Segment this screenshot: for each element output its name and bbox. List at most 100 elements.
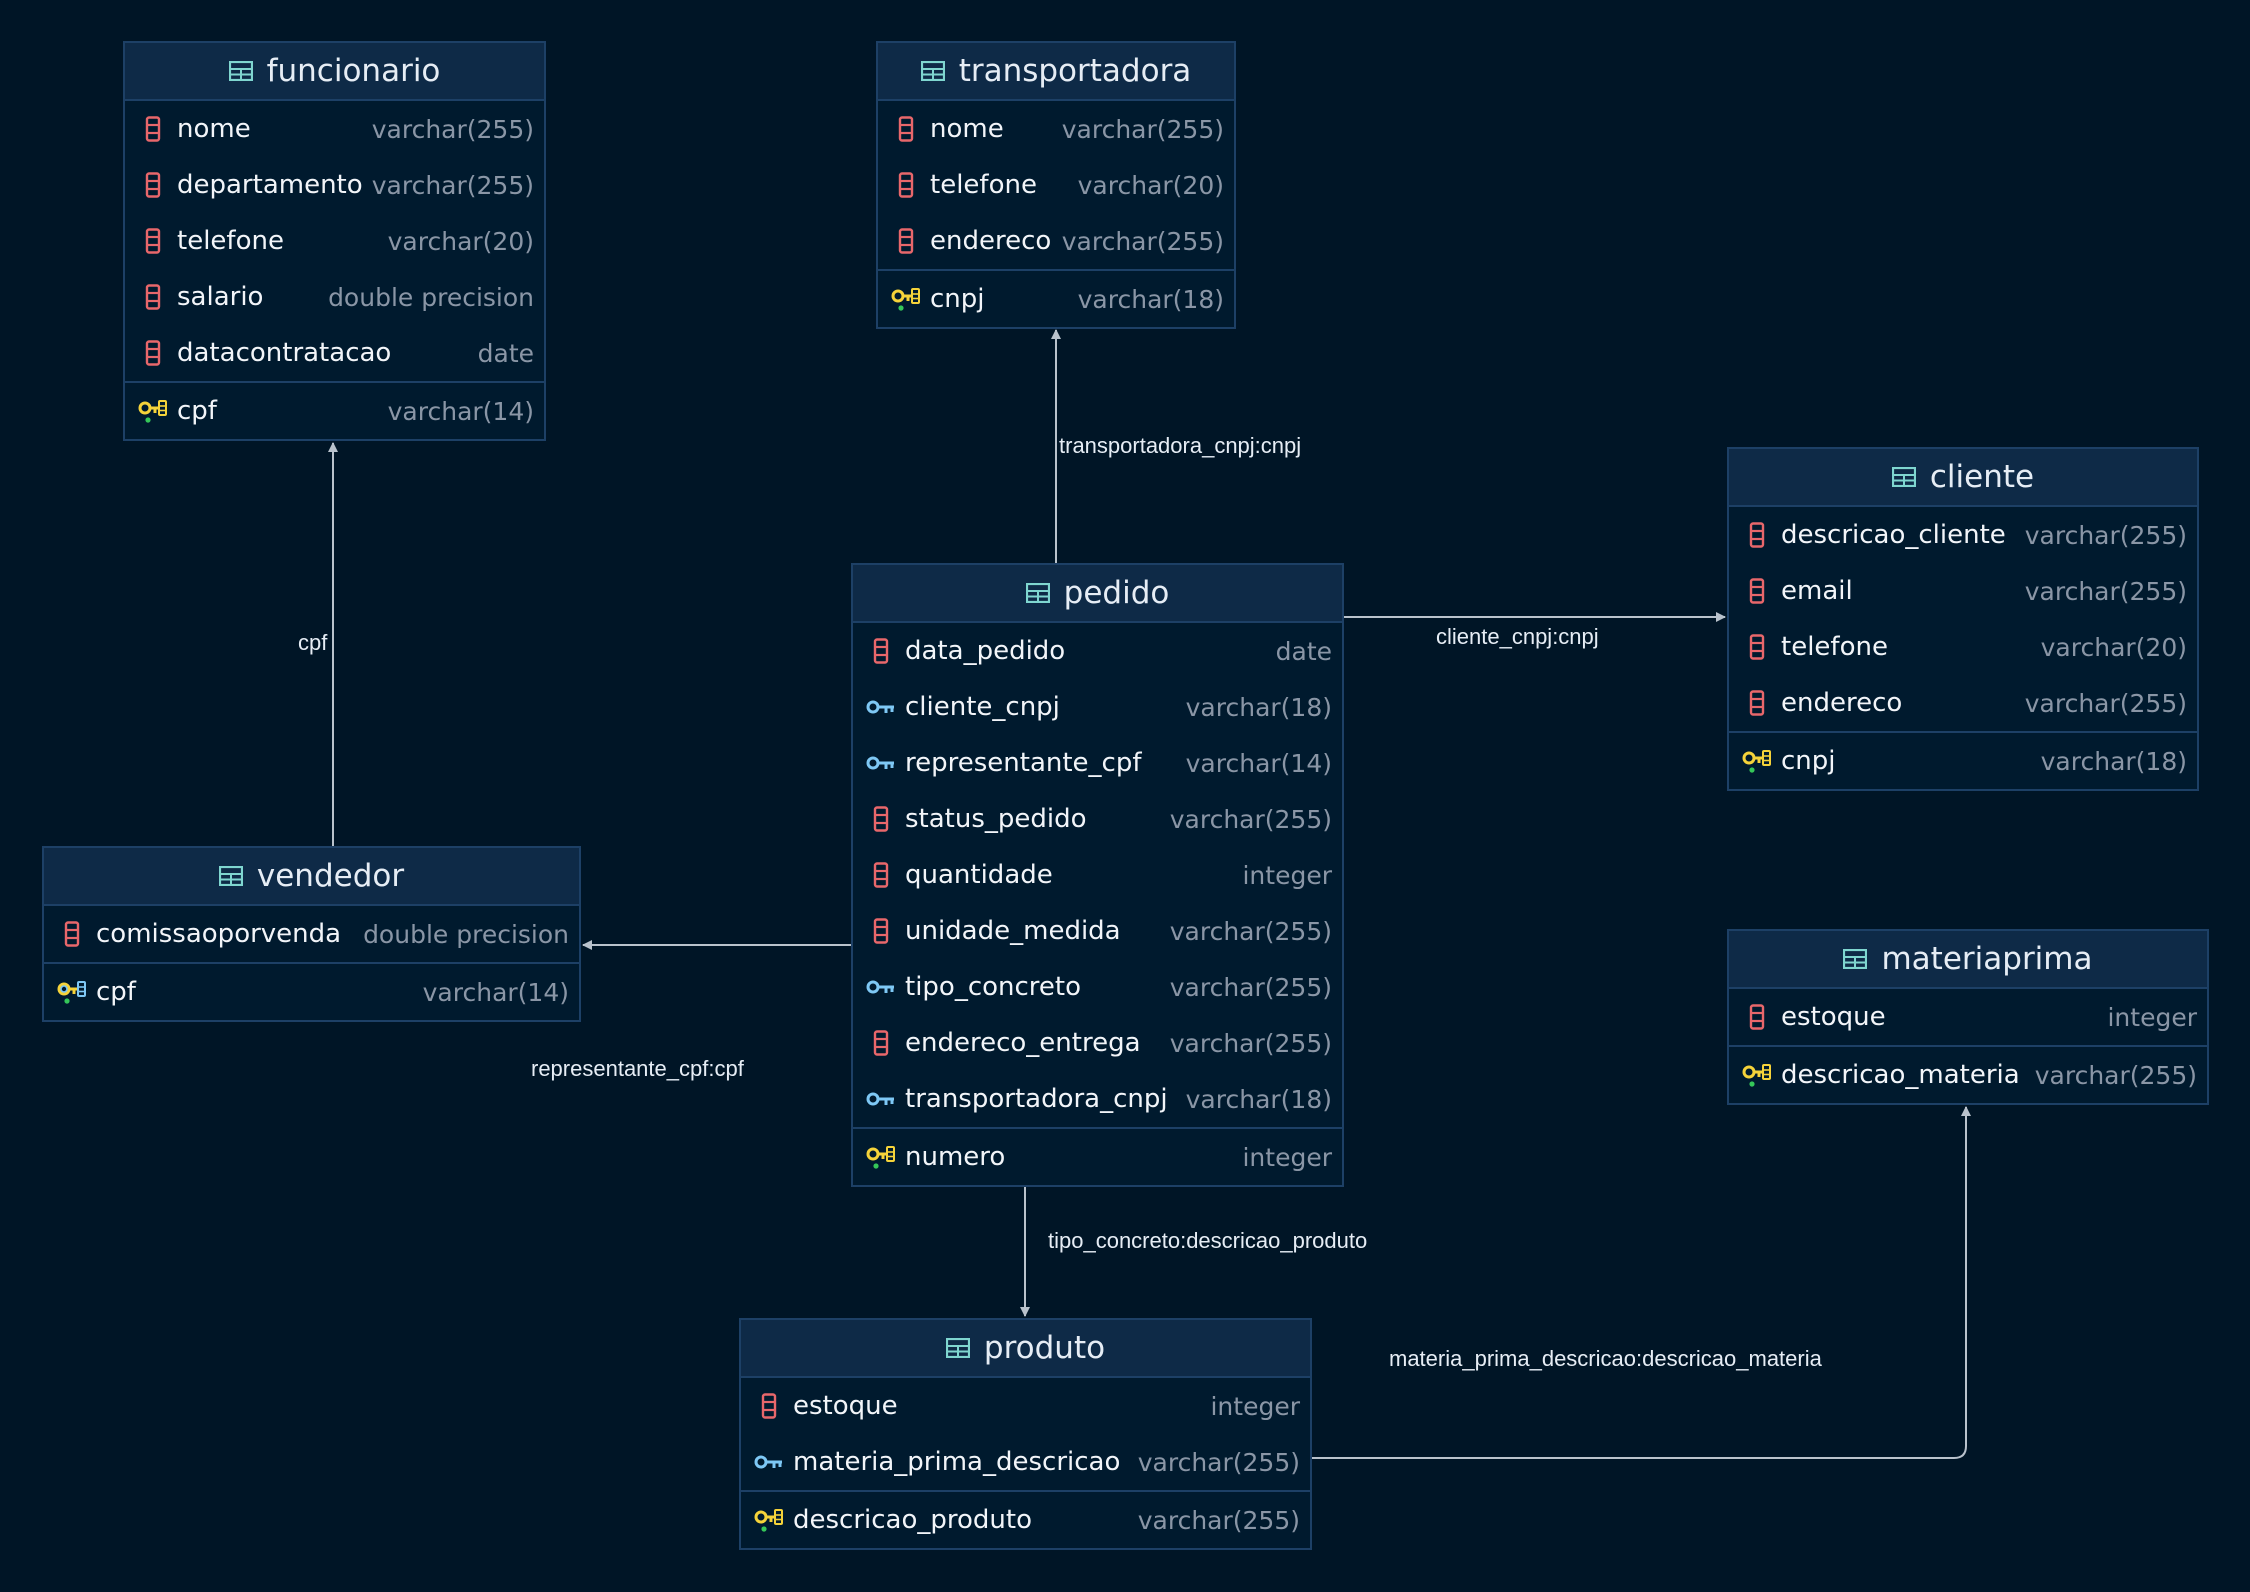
table-header[interactable]: cliente <box>1729 449 2197 507</box>
table-icon <box>1843 949 1868 969</box>
foreign-key-icon <box>753 1448 785 1476</box>
field-type: varchar(18) <box>1077 284 1224 314</box>
column-icon <box>753 1392 785 1420</box>
field-type: varchar(255) <box>371 170 534 200</box>
table-title: vendedor <box>256 858 405 894</box>
table-title: cliente <box>1929 459 2035 495</box>
field-name: data_pedido <box>905 636 1066 666</box>
table-title: transportadora <box>958 53 1192 89</box>
field-row-data-pedido[interactable]: data_pedido date <box>853 623 1342 679</box>
field-name: quantidade <box>905 860 1053 890</box>
field-type: varchar(255) <box>2034 1060 2197 1090</box>
table-icon <box>1891 467 1916 487</box>
field-type: varchar(255) <box>1137 1447 1300 1477</box>
field-name: endereco <box>930 226 1052 256</box>
table-header[interactable]: funcionario <box>125 43 544 101</box>
field-type: double precision <box>328 282 534 312</box>
primary-key-icon <box>1741 747 1773 775</box>
field-type: varchar(255) <box>2024 520 2187 550</box>
field-row-salario[interactable]: salario double precision <box>125 269 544 325</box>
field-row-status-pedido[interactable]: status_pedido varchar(255) <box>853 791 1342 847</box>
table-header[interactable]: produto <box>741 1320 1310 1378</box>
field-name: estoque <box>793 1391 898 1421</box>
field-type: double precision <box>363 919 569 949</box>
field-type: varchar(255) <box>1137 1505 1300 1535</box>
field-name: unidade_medida <box>905 916 1121 946</box>
relation-label: representante_cpf:cpf <box>531 1056 744 1081</box>
field-type: varchar(255) <box>371 114 534 144</box>
field-name: cpf <box>96 977 136 1007</box>
field-row-cnpj[interactable]: cnpj varchar(18) <box>878 269 1234 327</box>
table-icon <box>1025 583 1050 603</box>
column-icon <box>137 283 169 311</box>
relation-label: materia_prima_descricao:descricao_materi… <box>1389 1346 1822 1371</box>
field-row-departamento[interactable]: departamento varchar(255) <box>125 157 544 213</box>
table-header[interactable]: transportadora <box>878 43 1234 101</box>
table-icon <box>945 1338 970 1358</box>
column-icon <box>890 171 922 199</box>
primary-key-icon <box>753 1506 785 1534</box>
field-name: salario <box>177 282 264 312</box>
column-icon <box>890 227 922 255</box>
field-type: varchar(255) <box>1169 804 1332 834</box>
table-header[interactable]: pedido <box>853 565 1342 623</box>
primary-key-icon <box>137 397 169 425</box>
field-type: varchar(255) <box>2024 688 2187 718</box>
field-type: integer <box>2107 1002 2197 1032</box>
table-icon <box>218 866 243 886</box>
table-title: produto <box>983 1330 1106 1366</box>
relation-line-produto-materiaprima[interactable] <box>1312 1106 1971 1459</box>
field-name: cliente_cnpj <box>905 692 1060 722</box>
column-icon <box>1741 577 1773 605</box>
field-name: telefone <box>1781 632 1888 662</box>
field-name: descricao_produto <box>793 1505 1033 1535</box>
table-header[interactable]: materiaprima <box>1729 931 2207 989</box>
field-name: status_pedido <box>905 804 1087 834</box>
field-type: varchar(18) <box>1185 1084 1332 1114</box>
field-name: departamento <box>177 170 363 200</box>
foreign-key-icon <box>865 1085 897 1113</box>
column-icon <box>865 917 897 945</box>
field-type: date <box>1275 636 1332 666</box>
field-type: varchar(14) <box>1185 748 1332 778</box>
column-icon <box>137 227 169 255</box>
table-header[interactable]: vendedor <box>44 848 579 906</box>
field-name: cnpj <box>930 284 985 314</box>
primary-key-icon <box>890 285 922 313</box>
table-title: materiaprima <box>1881 941 2093 977</box>
field-row-descricao-produto[interactable]: descricao_produto varchar(255) <box>741 1490 1310 1548</box>
